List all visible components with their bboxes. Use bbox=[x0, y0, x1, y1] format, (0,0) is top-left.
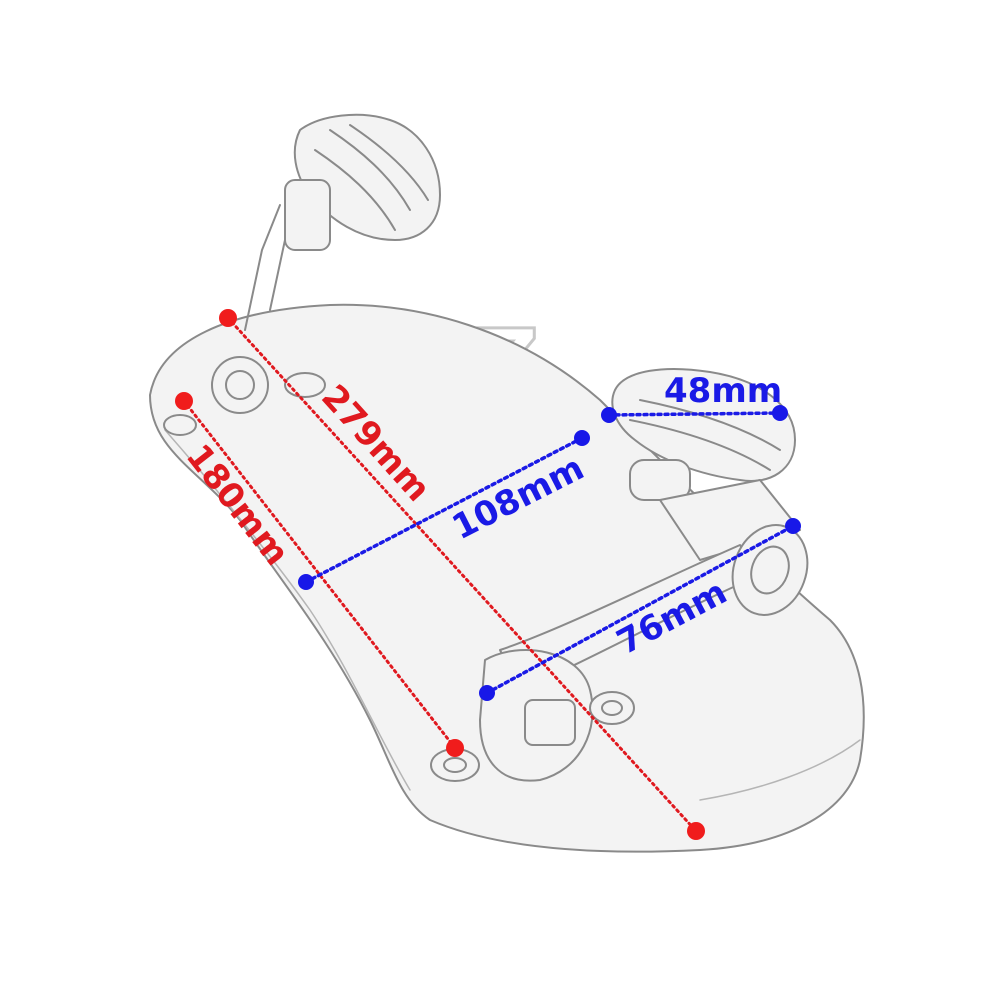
dim-line-279 bbox=[226, 316, 698, 833]
upper-mount-bracket bbox=[211, 113, 441, 414]
endpoint-dot bbox=[772, 405, 788, 421]
windshield-plate bbox=[149, 303, 865, 853]
dim-line-180 bbox=[182, 399, 457, 750]
endpoint-dot bbox=[219, 309, 237, 327]
endpoint-dot bbox=[298, 574, 314, 590]
endpoint-dot bbox=[687, 822, 705, 840]
dimension-endpoints bbox=[175, 309, 801, 840]
label-48mm: 48mm bbox=[664, 371, 782, 411]
dimension-lines bbox=[182, 316, 795, 833]
dim-line-48 bbox=[607, 411, 782, 417]
endpoint-dot bbox=[175, 392, 193, 410]
endpoint-dot bbox=[574, 430, 590, 446]
endpoint-dot bbox=[785, 518, 801, 534]
endpoint-dot bbox=[479, 685, 495, 701]
dim-line-76 bbox=[485, 524, 795, 695]
endpoint-dot bbox=[601, 407, 617, 423]
left-knob bbox=[163, 414, 197, 436]
dim-line-108 bbox=[304, 436, 584, 584]
endpoint-dot bbox=[446, 739, 464, 757]
